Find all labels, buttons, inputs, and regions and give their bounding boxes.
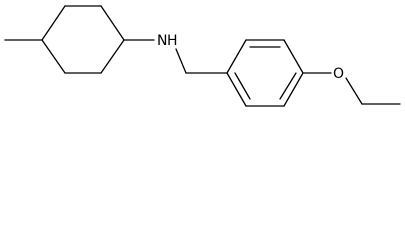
- ring-bond: [100, 39, 125, 74]
- ring-bond: [283, 39, 304, 74]
- ring-bond: [41, 39, 66, 74]
- ring-bond: [100, 5, 125, 41]
- ring-bond: [226, 72, 247, 107]
- aromatic-double-bond: [279, 72, 297, 100]
- nitrogen-atom-label: N: [157, 33, 167, 49]
- aromatic-double-bond: [234, 72, 251, 100]
- hydrogen-atom-label: H: [167, 33, 178, 49]
- ring-bond: [41, 5, 66, 41]
- chemical-structure: N H O: [4, 5, 401, 107]
- ring-bond: [226, 39, 247, 74]
- benzene-ring: [226, 39, 304, 107]
- cyclohexane-ring: [41, 5, 125, 74]
- oxygen-atom-label: O: [333, 66, 344, 82]
- nitrogen-methylene-bond: [175, 48, 187, 74]
- ring-bond: [283, 72, 304, 107]
- oxygen-ethyl-bond: [345, 77, 363, 105]
